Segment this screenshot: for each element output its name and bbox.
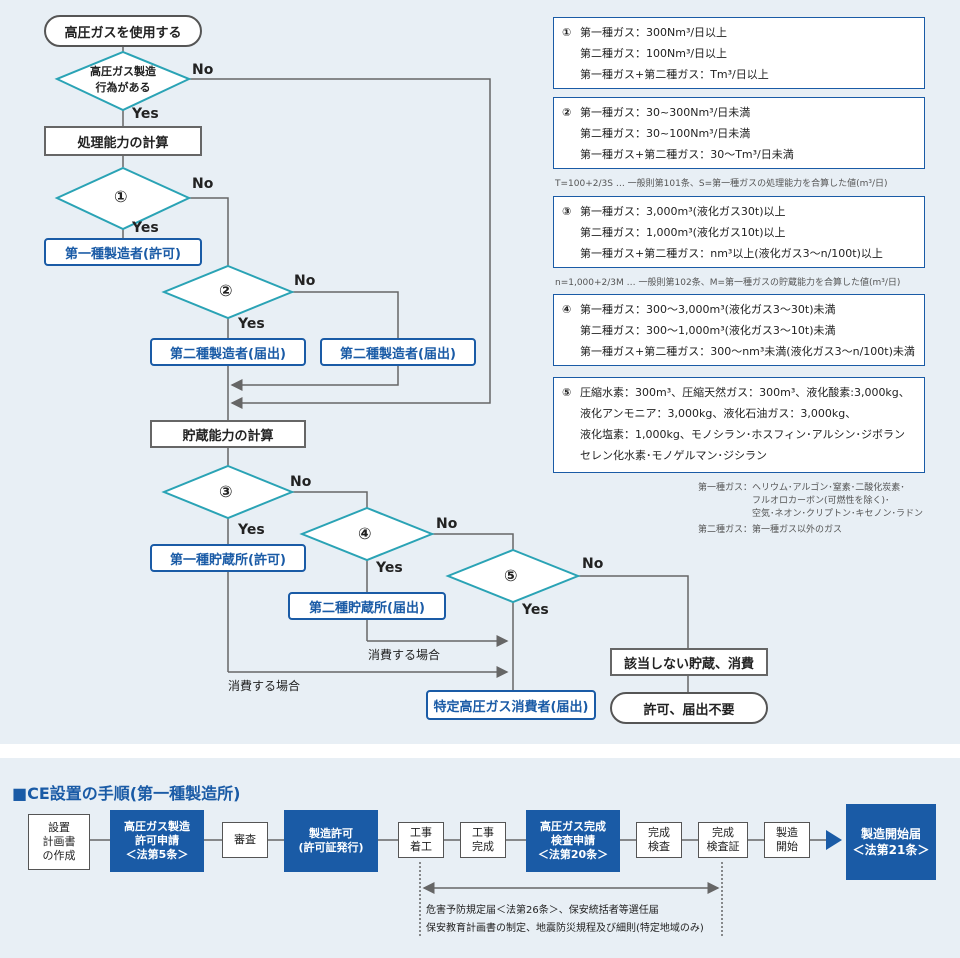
gas-def-line1: 第一種ガス：ヘリウム･アルゴン･窒素･二酸化炭素･ bbox=[698, 483, 905, 493]
criteria-2-line3: 第一種ガス+第二種ガス：30～Tm³/日未満 bbox=[580, 148, 794, 161]
storage-capacity-box: 貯蔵能力の計算 bbox=[150, 420, 306, 448]
criteria-3-line2: 第二種ガス：1,000m³(液化ガス10t)以上 bbox=[580, 226, 786, 239]
criteria-4-line3: 第一種ガス+第二種ガス：300～nm³未満(液化ガス3～n/100t)未満 bbox=[580, 345, 915, 358]
no-label: No bbox=[290, 474, 312, 490]
decision-5-label: ⑤ bbox=[504, 566, 518, 585]
step-construction-complete: 工事完成 bbox=[460, 822, 506, 858]
criteria-5-line3: 液化塩素：1,000kg、モノシラン･ホスフィン･アルシン･ジボラン bbox=[580, 428, 906, 441]
second-class-manufacturer-box-a: 第二種製造者(届出) bbox=[150, 338, 306, 366]
second-class-manufacturer-box-b: 第二種製造者(届出) bbox=[320, 338, 476, 366]
decision-3-label: ③ bbox=[219, 482, 233, 501]
step-permit-issued: 製造許可(許可証発行) bbox=[284, 810, 378, 872]
yes-label: Yes bbox=[376, 560, 403, 576]
formula-note-t: T=100+2/3S … 一般則第101条、S=第一種ガスの処理能力を合算した値… bbox=[555, 179, 888, 189]
step-permit-application: 高圧ガス製造許可申請＜法第5条＞ bbox=[110, 810, 204, 872]
step-construction-start: 工事着工 bbox=[398, 822, 444, 858]
range-note-line2: 保安教育計画書の制定、地震防災規程及び細則(特定地域のみ) bbox=[426, 923, 704, 934]
no-label: No bbox=[582, 556, 604, 572]
formula-note-n: n=1,000+2/3M … 一般則第102条、M=第一種ガスの貯蔵能力を合算し… bbox=[555, 278, 901, 288]
decision-manufacturing-line1: 高圧ガス製造 bbox=[90, 65, 156, 78]
step-inspection-certificate: 完成検査証 bbox=[698, 822, 748, 858]
processing-capacity-box: 処理能力の計算 bbox=[44, 126, 202, 156]
no-label: No bbox=[436, 516, 458, 532]
no-permit-required-node: 許可、届出不要 bbox=[610, 692, 768, 724]
gas-def-line4: 第二種ガス：第一種ガス以外のガス bbox=[698, 525, 843, 535]
criteria-4-line2: 第二種ガス：300～1,000m³(液化ガス3～10t)未満 bbox=[580, 324, 836, 337]
procedure-title: ■CE設置の手順(第一種製造所) bbox=[12, 784, 241, 803]
step-production-start: 製造開始 bbox=[764, 822, 810, 858]
criteria-5-line4: セレン化水素･モノゲルマン･ジシラン bbox=[580, 449, 767, 462]
yes-label: Yes bbox=[238, 522, 265, 538]
yes-label: Yes bbox=[132, 106, 159, 122]
consume-note-b: 消費する場合 bbox=[228, 679, 301, 693]
start-node: 高圧ガスを使用する bbox=[44, 15, 202, 47]
no-label: No bbox=[192, 62, 214, 78]
procedure-range-note: 危害予防規定届＜法第26条＞、保安統括者等選任届 保安教育計画書の制定、地震防災… bbox=[426, 902, 704, 938]
gas-def-line3: 空気･ネオン･クリプトン･キセノン･ラドン bbox=[752, 509, 924, 519]
yes-label: Yes bbox=[522, 602, 549, 618]
no-label: No bbox=[192, 176, 214, 192]
no-label: No bbox=[294, 273, 316, 289]
decision-1-label: ① bbox=[114, 187, 128, 206]
yes-label: Yes bbox=[132, 220, 159, 236]
gas-definition: 第一種ガス：ヘリウム･アルゴン･窒素･二酸化炭素･ フルオロカーボン(可燃性を除… bbox=[698, 482, 923, 537]
step-inspection-application: 高圧ガス完成検査申請＜法第20条＞ bbox=[526, 810, 620, 872]
second-class-storage-box: 第二種貯蔵所(届出) bbox=[288, 592, 446, 620]
not-applicable-box: 該当しない貯蔵、消費 bbox=[610, 648, 768, 676]
decision-manufacturing-label: 高圧ガス製造 行為がある bbox=[73, 64, 173, 96]
decision-4-label: ④ bbox=[358, 524, 372, 543]
yes-label: Yes bbox=[238, 316, 265, 332]
first-class-manufacturer-box: 第一種製造者(許可) bbox=[44, 238, 202, 266]
criteria-5-line2: 液化アンモニア：3,000kg、液化石油ガス：3,000kg、 bbox=[580, 407, 857, 420]
decision-2-label: ② bbox=[219, 281, 233, 300]
decision-manufacturing-line2: 行為がある bbox=[95, 81, 151, 94]
first-class-storage-box: 第一種貯蔵所(許可) bbox=[150, 544, 306, 572]
step-inspection: 完成検査 bbox=[636, 822, 682, 858]
specified-consumer-box: 特定高圧ガス消費者(届出) bbox=[426, 690, 596, 720]
step-plan-document: 設置計画書の作成 bbox=[28, 814, 90, 870]
range-note-line1: 危害予防規定届＜法第26条＞、保安統括者等選任届 bbox=[426, 905, 659, 916]
step-review: 審査 bbox=[222, 822, 268, 858]
criteria-1-line2: 第二種ガス：100Nm³/日以上 bbox=[580, 47, 728, 60]
gas-def-line2: フルオロカーボン(可燃性を除く)･ bbox=[752, 496, 890, 506]
consume-note-a: 消費する場合 bbox=[368, 648, 441, 662]
criteria-1-line3: 第一種ガス+第二種ガス：Tm³/日以上 bbox=[580, 68, 769, 81]
criteria-2-line2: 第二種ガス：30~100Nm³/日未満 bbox=[580, 127, 751, 140]
step-production-notice: 製造開始届＜法第21条＞ bbox=[846, 804, 936, 880]
criteria-3-line3: 第一種ガス+第二種ガス：nm³以上(液化ガス3～n/100t)以上 bbox=[580, 247, 883, 260]
